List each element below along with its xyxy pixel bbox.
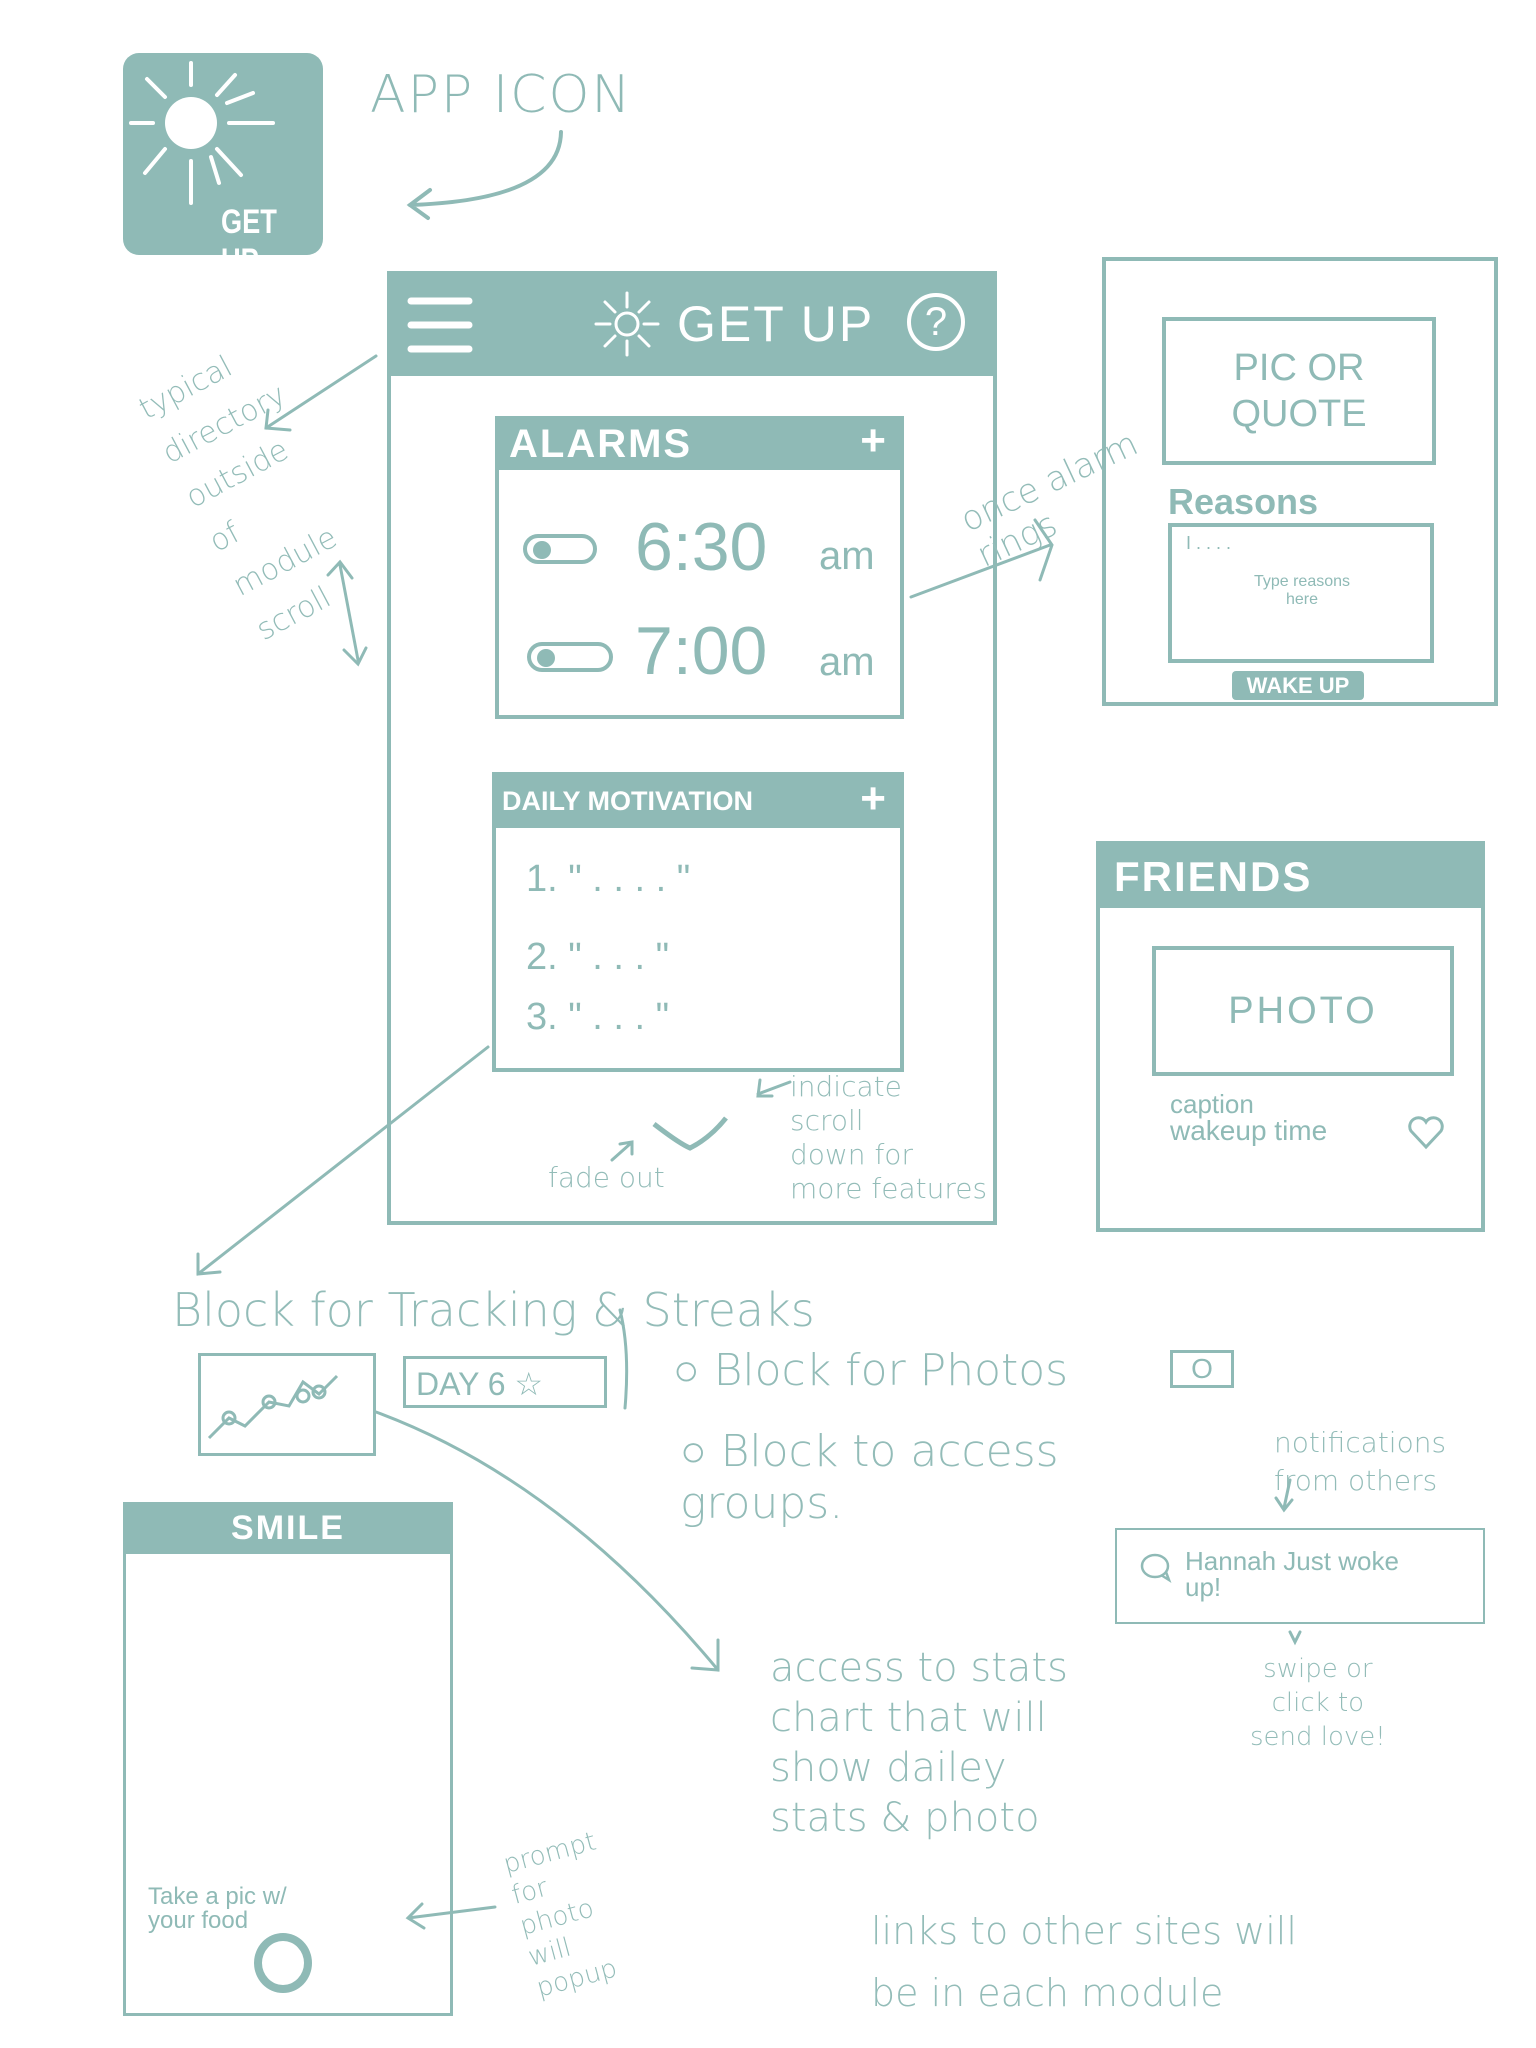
notifications-note: notifications from others <box>1274 1426 1447 1497</box>
alarm-time: 7:00 <box>635 613 768 689</box>
daily-motivation-header: DAILY MOTIVATION + <box>492 772 904 828</box>
smile-screen: SMILE Take a pic w/ your food <box>123 1502 453 2016</box>
photos-block-icon: O <box>1170 1350 1234 1388</box>
add-motivation-button[interactable]: + <box>860 774 888 823</box>
prompt-popup-note: prompt for photo will popup <box>500 1826 621 2004</box>
add-alarm-button[interactable]: + <box>860 416 888 465</box>
photos-block-icon-label: O <box>1191 1353 1213 1384</box>
alarm-toggle[interactable] <box>523 534 597 564</box>
question-icon: ? <box>924 300 948 344</box>
alarm-period: am <box>819 534 875 578</box>
wake-up-label: WAKE UP <box>1246 673 1350 698</box>
menu-button[interactable] <box>407 293 473 357</box>
chat-bubble-icon <box>1140 1553 1172 1584</box>
line-chart-icon <box>207 1374 339 1440</box>
app-icon: GET UP. <box>123 53 323 280</box>
phone-header: GET UP ? <box>387 271 997 376</box>
scroll-down-chevron-icon[interactable] <box>650 1114 730 1154</box>
alarm-ring-screen: PIC OR QUOTE Reasons I . . . . Type reas… <box>1102 257 1498 706</box>
alarm-period: am <box>819 640 875 684</box>
pic-or-quote-box: PIC OR QUOTE <box>1162 317 1436 465</box>
reasons-placeholder: Type reasons here <box>1253 573 1351 608</box>
pic-or-quote-label: PIC OR QUOTE <box>1231 347 1367 435</box>
smile-header: SMILE <box>123 1502 453 1554</box>
app-icon-arrow <box>406 130 563 220</box>
friend-wakeup-time: wakeup time <box>1170 1115 1328 1146</box>
app-icon-caption: APP ICON <box>370 65 633 125</box>
reasons-value: I . . . . <box>1186 533 1232 553</box>
hamburger-icon <box>407 297 473 353</box>
help-button[interactable]: ? <box>907 293 965 351</box>
alarms-title: ALARMS <box>509 422 693 466</box>
groups-block-note: ○ Block to access groups. <box>680 1426 1059 1529</box>
alarm-row: 6:30 am <box>523 509 893 590</box>
wake-up-button[interactable]: WAKE UP <box>1232 671 1364 700</box>
tracking-title: Block for Tracking & Streaks <box>172 1283 815 1337</box>
scroll-indicator-note: indicate scroll down for more features <box>790 1070 988 1205</box>
alarm-row: 7:00 am <box>523 612 893 692</box>
alarm-time: 6:30 <box>635 509 768 585</box>
send-love-note: swipe or click to send love! <box>1250 1654 1386 1752</box>
app-title: GET UP <box>677 296 875 352</box>
notification-card[interactable]: Hannah Just woke up! <box>1115 1528 1485 1624</box>
friends-module: FRIENDS PHOTO caption wakeup time <box>1096 841 1485 1232</box>
daily-motivation-card: DAILY MOTIVATION + 1. " . . . . " 2. " .… <box>492 772 904 1072</box>
alarms-card: ALARMS + 6:30 am 7:00 am <box>495 416 904 719</box>
directory-note: typical directory outside of module scro… <box>133 349 343 648</box>
groups-block-label: Block to access groups. <box>680 1426 1059 1529</box>
motivation-item: 3. " . . . " <box>526 996 670 1038</box>
notification-message: Hannah Just woke up! <box>1185 1546 1399 1602</box>
heart-icon[interactable] <box>1406 1115 1446 1151</box>
shutter-button[interactable] <box>254 1933 312 1993</box>
stats-chart-note: access to stats chart that will show dai… <box>770 1645 1068 1841</box>
links-note: links to other sites will be in each mod… <box>871 1909 1297 2015</box>
alarm-toggle[interactable] <box>527 642 613 672</box>
sun-icon <box>129 61 275 205</box>
photos-block-note: ○ Block for Photos <box>673 1345 1069 1396</box>
alarms-card-header: ALARMS + <box>495 416 904 470</box>
friend-photo[interactable]: PHOTO <box>1152 946 1454 1076</box>
motivation-item: 2. " . . . " <box>526 936 670 978</box>
sun-icon <box>594 291 660 357</box>
photo-prompt: Take a pic w/ your food <box>148 1883 287 1934</box>
motivation-item: 1. " . . . . " <box>526 858 691 900</box>
app-icon-label: GET UP. <box>221 203 277 280</box>
friends-header: FRIENDS <box>1096 841 1485 908</box>
streak-badge-label: DAY 6 ☆ <box>416 1366 544 1402</box>
reasons-input[interactable]: I . . . . Type reasons here <box>1168 523 1434 663</box>
daily-motivation-title: DAILY MOTIVATION <box>502 786 754 816</box>
fade-out-note: fade out <box>548 1161 665 1194</box>
smile-title: SMILE <box>231 1509 345 1547</box>
friend-photo-label: PHOTO <box>1228 989 1378 1032</box>
photos-block-label: Block for Photos <box>713 1345 1069 1396</box>
streak-badge: DAY 6 ☆ <box>403 1356 607 1408</box>
streak-chart-block[interactable] <box>198 1353 376 1456</box>
friend-caption: caption <box>1170 1089 1254 1119</box>
friends-title: FRIENDS <box>1114 853 1313 900</box>
notification-down-arrow <box>1288 1630 1302 1646</box>
reasons-label: Reasons <box>1168 481 1319 522</box>
